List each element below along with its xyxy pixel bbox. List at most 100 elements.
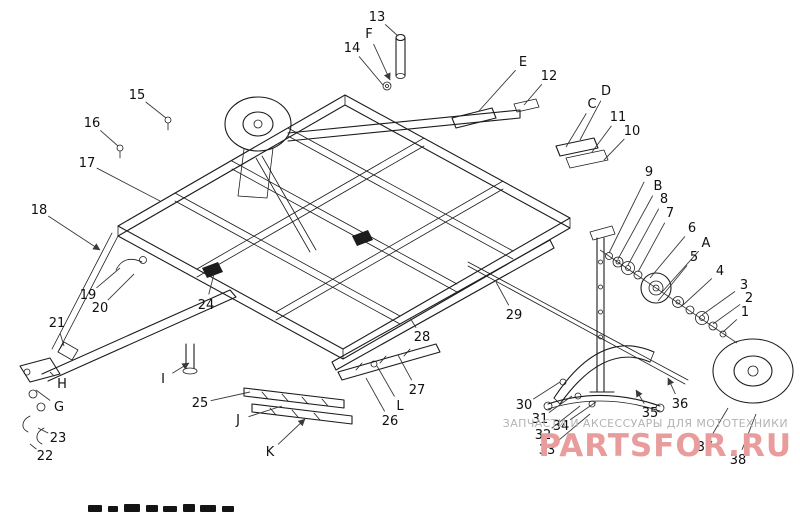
- callout-label-3: 3: [740, 278, 748, 293]
- left-wheel: [224, 96, 292, 152]
- callout-label-26: 26: [382, 414, 399, 429]
- callout-label-34: 34: [553, 419, 570, 434]
- leader-line-A: [661, 250, 699, 293]
- leader-line-E: [477, 69, 516, 113]
- leader-line-16: [99, 129, 119, 147]
- callout-label-11: 11: [610, 110, 627, 125]
- callout-label-29: 29: [506, 308, 523, 323]
- callout-label-1: 1: [741, 305, 749, 320]
- callout-label-36: 36: [672, 397, 689, 412]
- rear-brackets: [555, 137, 609, 169]
- leader-line-F: [373, 43, 391, 81]
- callout-label-24: 24: [198, 298, 215, 313]
- leader-line-18: [47, 215, 101, 251]
- callout-label-38: 38: [730, 453, 747, 468]
- cropped-print-fragments: [88, 504, 234, 512]
- leaf-spring: [543, 394, 665, 413]
- leader-line-23: [37, 427, 49, 434]
- leader-line-33: [555, 413, 591, 444]
- leader-line-J: [248, 405, 283, 418]
- callout-label-G: G: [54, 400, 64, 415]
- callout-label-30: 30: [516, 398, 533, 413]
- callout-label-C: C: [587, 97, 596, 112]
- leader-line-26: [365, 377, 386, 412]
- callout-label-12: 12: [541, 69, 558, 84]
- leader-line-35: [635, 389, 645, 404]
- leader-line-C: [565, 113, 587, 148]
- callout-label-32: 32: [535, 428, 552, 443]
- leader-line-8: [627, 208, 660, 266]
- callout-label-25: 25: [192, 396, 209, 411]
- trailer-frame: [117, 94, 571, 360]
- upright-channel: [589, 225, 616, 393]
- callout-label-33: 33: [539, 443, 556, 458]
- callout-label-K: K: [266, 445, 275, 460]
- callout-label-D: D: [601, 84, 611, 99]
- callout-label-18: 18: [31, 203, 48, 218]
- clamp-brackets: [202, 230, 373, 278]
- callout-label-9: 9: [645, 165, 653, 180]
- callout-label-A: A: [702, 236, 711, 251]
- callout-label-35: 35: [642, 406, 659, 421]
- leader-line-36: [667, 377, 676, 395]
- callout-label-19: 19: [80, 288, 97, 303]
- axle-rod: [467, 261, 689, 385]
- leader-line-I: [172, 362, 190, 374]
- callout-label-7: 7: [666, 206, 674, 221]
- safety-chain: [22, 389, 46, 445]
- wheel-bracket: [237, 147, 274, 199]
- hitch-coupler: [19, 357, 61, 383]
- leader-line-5: [657, 265, 688, 302]
- leader-line-17: [96, 167, 161, 202]
- callout-label-L: L: [396, 399, 404, 414]
- callout-label-10: 10: [624, 124, 641, 139]
- leader-line-27: [397, 354, 413, 381]
- callout-label-37: 37: [697, 440, 714, 455]
- fasteners: [116, 116, 172, 159]
- leader-line-D: [579, 100, 602, 141]
- leader-line-21: [59, 333, 65, 347]
- leader-line-29: [495, 281, 510, 306]
- leader-line-B: [617, 195, 654, 260]
- leader-line-1: [722, 319, 738, 333]
- callout-label-I: I: [161, 372, 165, 387]
- callout-label-8: 8: [660, 192, 668, 207]
- leader-line-11: [591, 125, 612, 153]
- drawbar-tongue: [41, 232, 237, 382]
- leader-line-G: [35, 389, 51, 401]
- leader-line-L: [376, 365, 395, 397]
- side-rail: [331, 239, 555, 371]
- leader-line-32: [551, 405, 581, 429]
- callout-label-20: 20: [92, 301, 109, 316]
- angled-channel: [337, 343, 441, 381]
- leader-line-14: [358, 56, 384, 86]
- leader-line-9: [608, 181, 645, 254]
- leader-line-12: [523, 84, 543, 106]
- callout-label-5: 5: [690, 250, 698, 265]
- leader-line-19: [96, 267, 121, 289]
- leader-line-34: [569, 401, 597, 421]
- callout-label-F: F: [365, 27, 372, 42]
- callout-label-31: 31: [532, 412, 549, 427]
- callout-label-2: 2: [745, 291, 753, 306]
- tongue-jack: [182, 343, 198, 375]
- leader-line-31: [548, 395, 573, 413]
- callout-label-B: B: [654, 179, 663, 194]
- side-bracket: [57, 341, 79, 361]
- callout-label-6: 6: [688, 221, 696, 236]
- callout-label-21: 21: [49, 316, 66, 331]
- leader-line-25: [210, 391, 251, 402]
- leader-line-30: [533, 381, 561, 400]
- callout-label-13: 13: [369, 10, 386, 25]
- watermark-logo: PARTSFOR.RU: [538, 428, 792, 464]
- callout-label-15: 15: [129, 88, 146, 103]
- callout-label-28: 28: [414, 330, 431, 345]
- axle-beam: [255, 109, 521, 253]
- mount-bolt: [382, 33, 406, 91]
- leader-line-38: [741, 413, 757, 450]
- leader-line-13: [384, 24, 399, 37]
- leader-line-37: [710, 407, 729, 438]
- leader-line-22: [29, 443, 37, 450]
